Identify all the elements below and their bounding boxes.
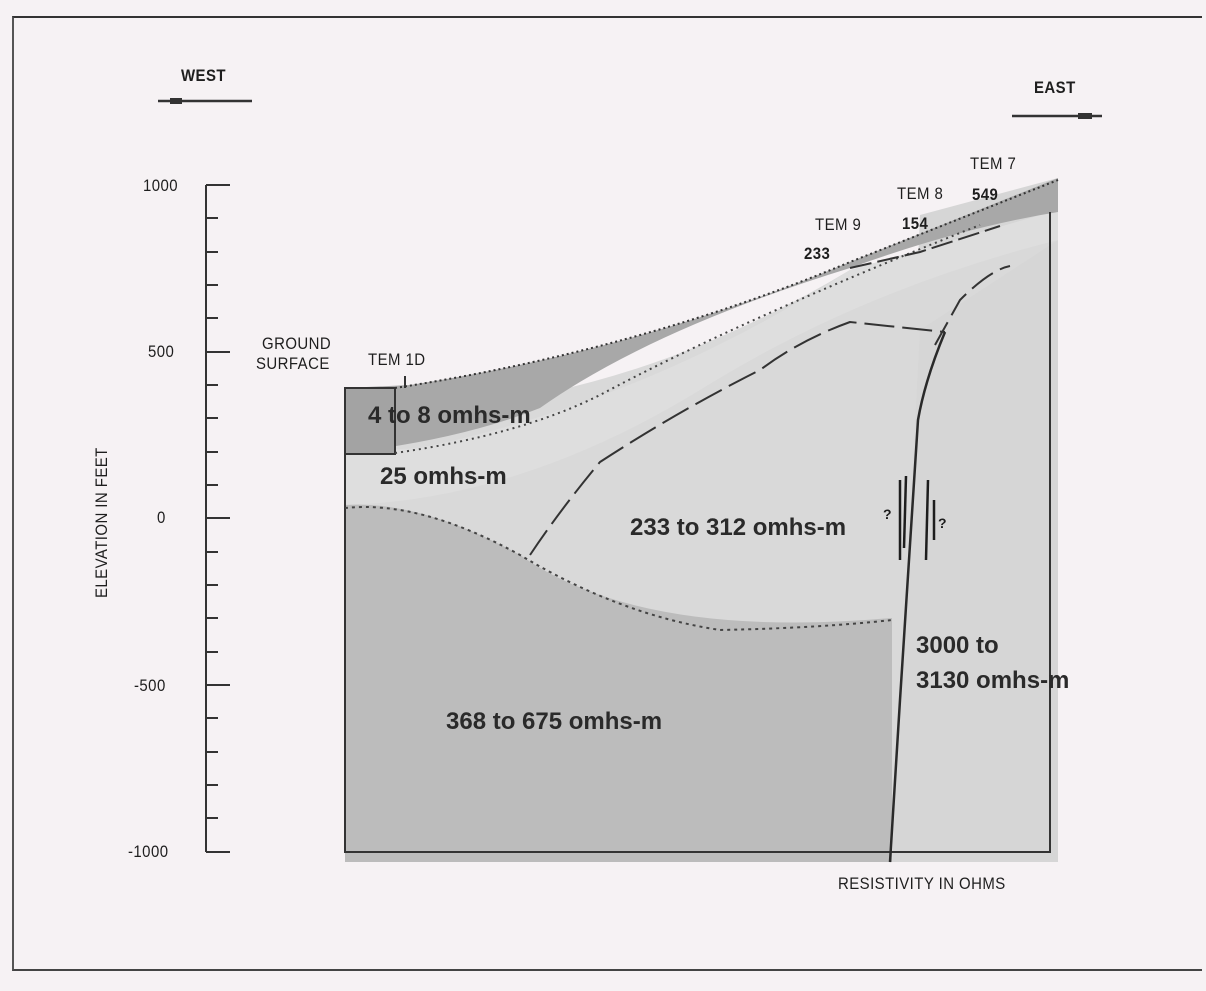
station-tem-7: TEM 7 <box>970 154 1017 173</box>
top-layer-base <box>394 224 981 454</box>
axis-label: ELEVATION IN FEET <box>92 447 111 598</box>
station-tem-8: TEM 8 <box>897 184 944 203</box>
zone-east-label-1: 3000 to <box>916 632 999 659</box>
east-label: EAST <box>1034 78 1076 97</box>
station-tem-7-value: 549 <box>972 185 999 204</box>
top-layer <box>345 178 1058 453</box>
contact-line-2 <box>934 265 1011 346</box>
fault-line <box>888 331 947 863</box>
deep-layer <box>345 504 892 862</box>
station-tem-8-value: 154 <box>902 214 929 233</box>
section-outline <box>344 212 1051 853</box>
zone-top-label: 4 to 8 omhs-m <box>368 402 531 429</box>
second-layer <box>345 210 1058 505</box>
axis-tick-neg1000: -1000 <box>128 842 169 861</box>
axis-tick-neg500: -500 <box>134 676 166 695</box>
zone-middle-label: 233 to 312 omhs-m <box>630 514 847 541</box>
ground-surface-line <box>394 179 1059 389</box>
ground-surface-label-2: SURFACE <box>256 354 330 373</box>
ground-surface-label-1: GROUND <box>262 334 332 353</box>
figure-frame <box>12 16 1202 971</box>
zone-deep-label: 368 to 675 omhs-m <box>446 708 663 735</box>
east-block <box>892 178 1058 862</box>
zone-second-label: 25 omhs-m <box>380 463 507 490</box>
axis-tick-500: 500 <box>148 342 175 361</box>
axis-tick-1000: 1000 <box>143 176 179 195</box>
station-tem-9: TEM 9 <box>815 215 862 234</box>
footer-label: RESISTIVITY IN OHMS <box>838 874 1006 893</box>
station-tem-1d: TEM 1D <box>368 350 426 369</box>
station-tem-9-value: 233 <box>804 244 831 263</box>
second-layer-base <box>344 506 893 632</box>
west-label: WEST <box>181 66 226 85</box>
fault-mark-left: ? <box>883 506 892 522</box>
zone-east-label-2: 3130 omhs-m <box>916 667 1070 694</box>
east-arrow <box>1012 113 1102 119</box>
axis-tick-0: 0 <box>157 508 166 527</box>
elevation-axis <box>205 184 230 853</box>
fault-marks <box>898 475 936 561</box>
contact-line-1 <box>529 320 946 556</box>
fault-mark-right: ? <box>938 515 947 531</box>
west-arrow <box>158 98 252 104</box>
contact-line-3 <box>849 225 1001 269</box>
